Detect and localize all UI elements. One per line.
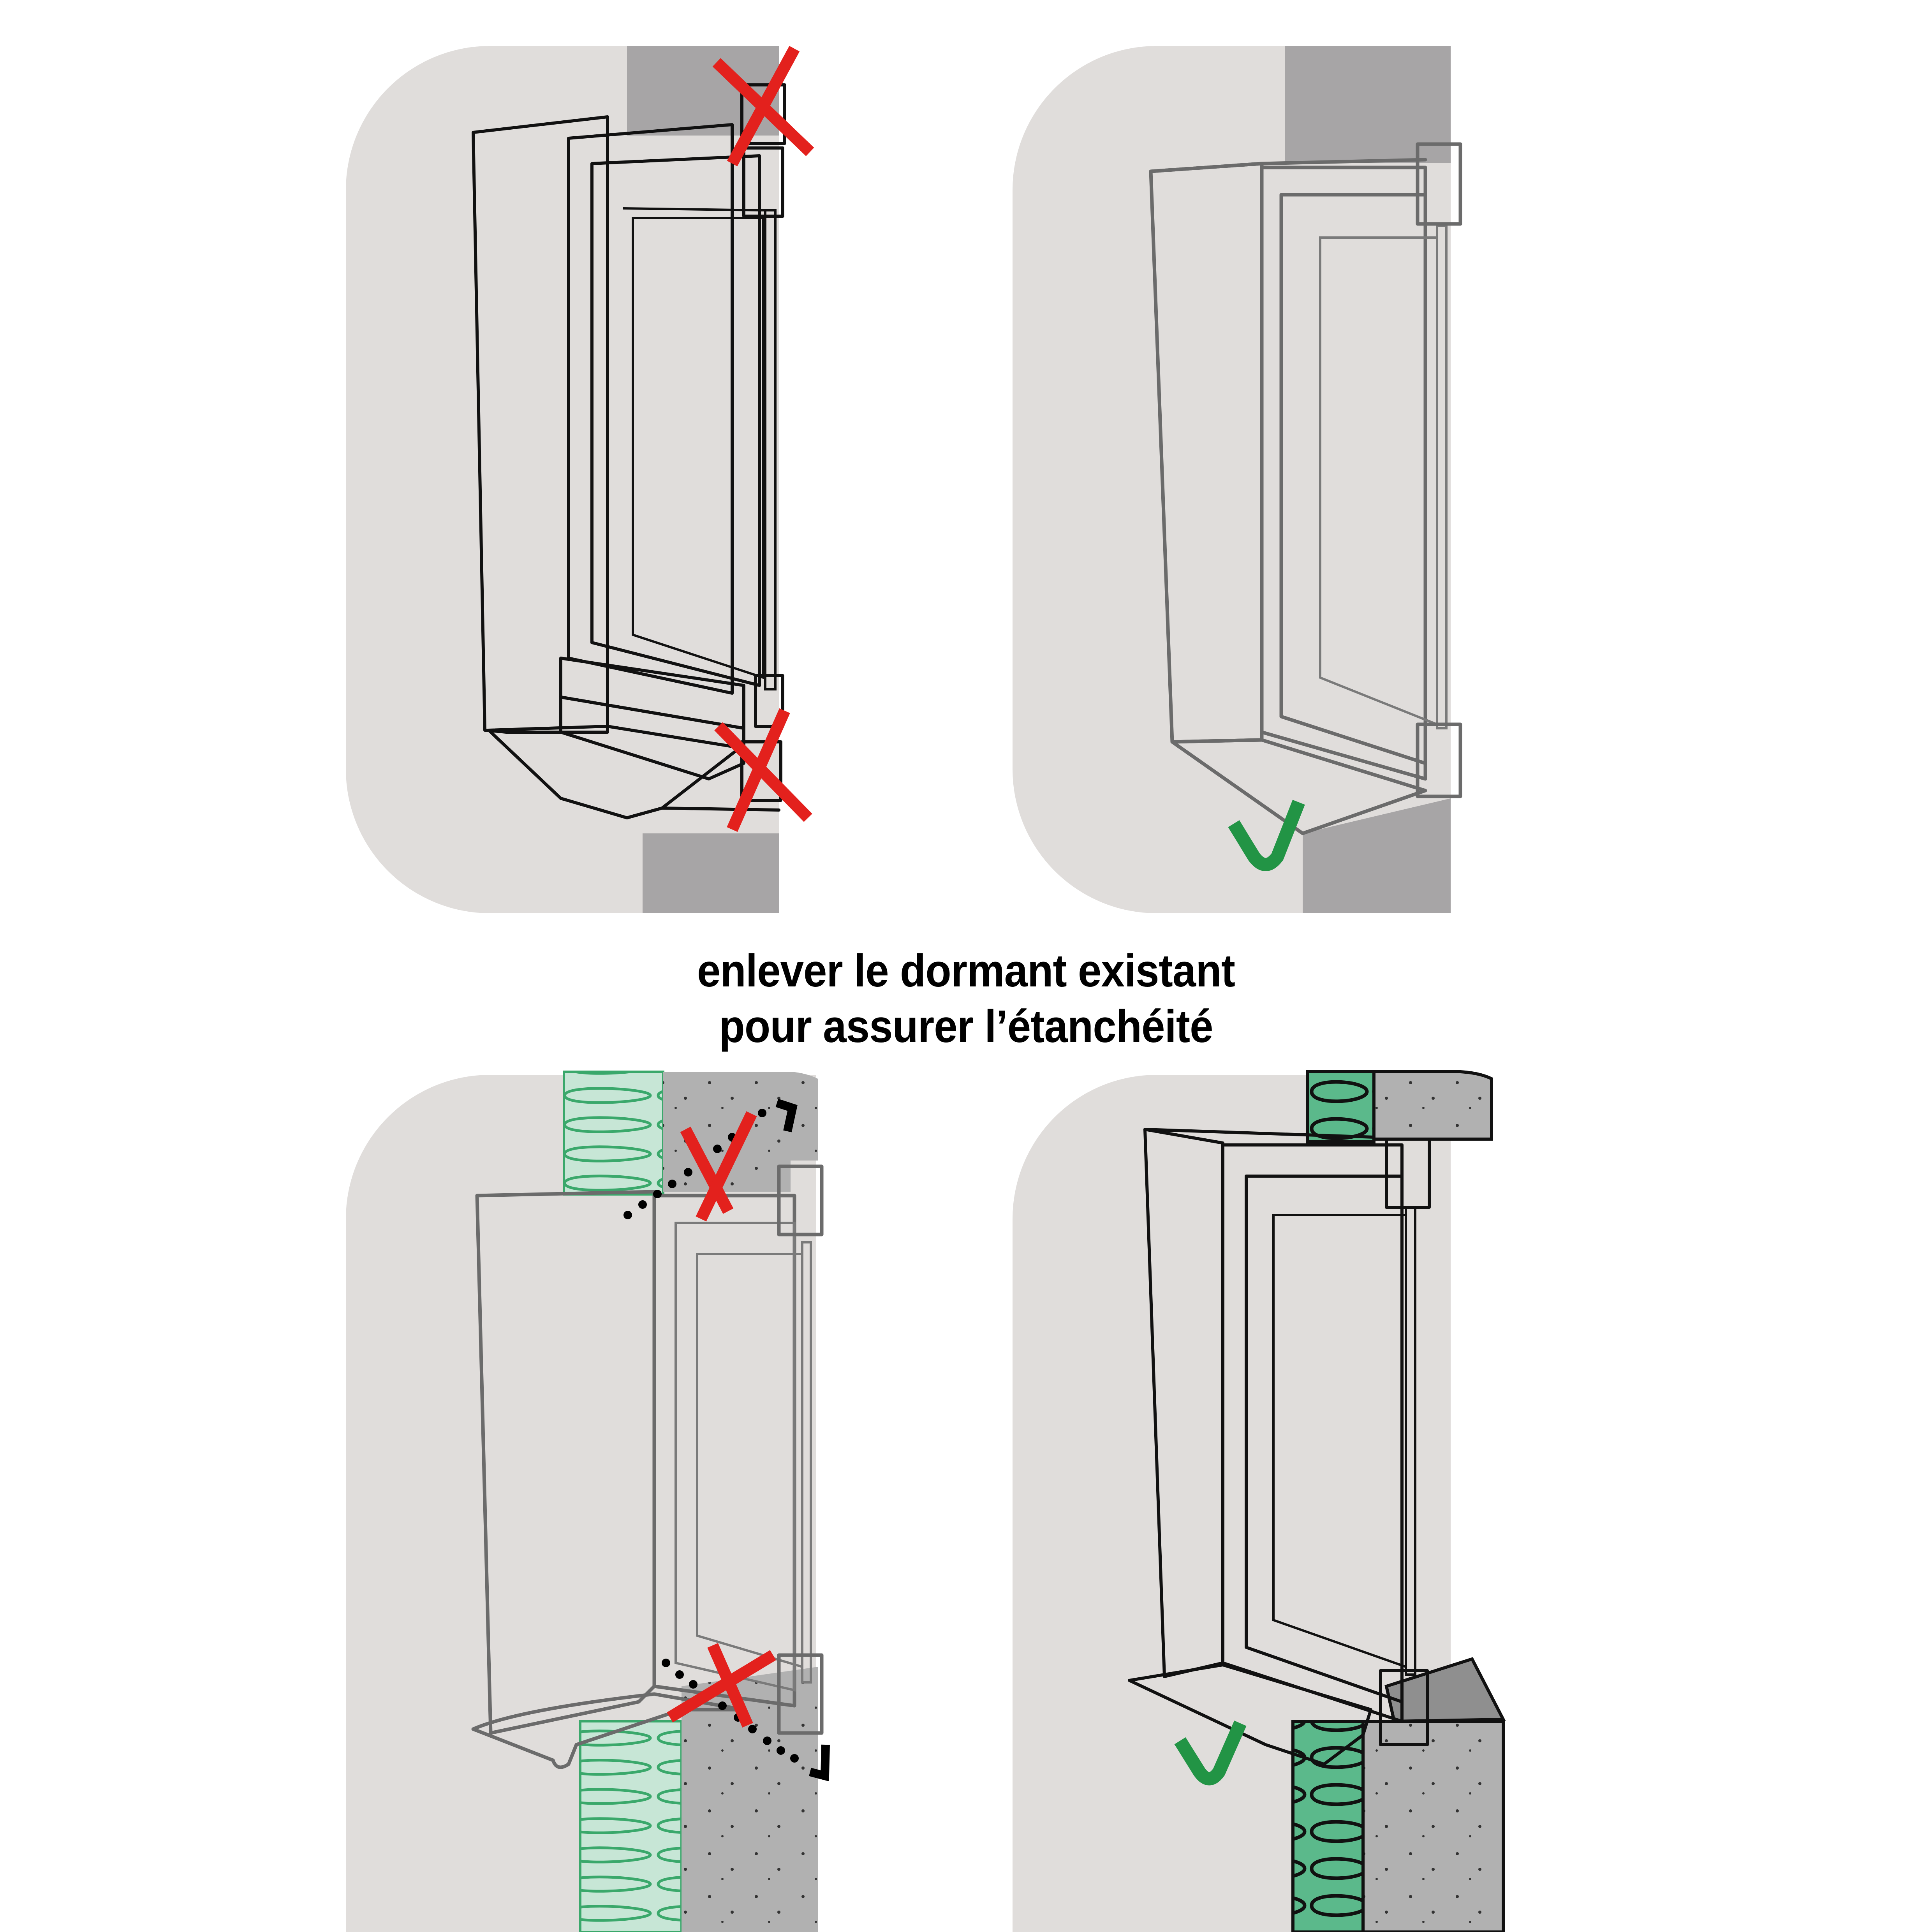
insulation-layer — [1291, 1720, 1365, 1932]
window-sill — [1128, 1663, 1372, 1766]
reveal-head — [1149, 158, 1427, 173]
sash-frame — [675, 1222, 796, 1692]
insulation-layer — [1306, 1070, 1375, 1143]
panel-background — [346, 46, 779, 913]
panel-top-right — [1013, 46, 1462, 913]
green-check-icon — [1228, 800, 1305, 871]
concrete-wall — [1361, 1720, 1505, 1932]
new-frame — [1221, 1143, 1404, 1723]
panel-background — [1013, 46, 1451, 913]
concrete-wall — [682, 1667, 818, 1932]
panel-background — [1013, 1075, 1451, 1932]
frame-profile-top — [1416, 142, 1462, 226]
frame-profile-bottom — [754, 674, 784, 728]
sash-frame — [1245, 1175, 1404, 1703]
sash-frame — [1279, 193, 1427, 765]
sash-frame — [590, 154, 761, 687]
frame-profile-top — [777, 1164, 824, 1236]
red-x-icon — [680, 1111, 757, 1222]
old-frame — [652, 1194, 796, 1708]
frame-profile-top — [1385, 1138, 1431, 1209]
panel-top-left — [346, 46, 814, 913]
red-x-icon — [714, 708, 812, 832]
sash-rail — [801, 1241, 812, 1684]
insulation-layer — [579, 1720, 683, 1932]
panel-bottom-left — [346, 1071, 830, 1932]
masonry-wall — [1303, 798, 1451, 913]
existing-wood-frame-bottom — [740, 740, 782, 802]
frame-profile-top — [742, 146, 784, 218]
frame-profile-bottom — [777, 1653, 824, 1735]
sash-rail — [764, 209, 777, 690]
air-leak-path-icon — [662, 1659, 799, 1763]
masonry-wall — [643, 833, 779, 913]
green-check-icon — [1174, 1721, 1247, 1786]
existing-wood-frame-top — [740, 83, 786, 145]
air-leak-arrow-icon — [775, 1099, 798, 1132]
window-sill — [471, 1692, 746, 1769]
sash-rail — [1436, 225, 1448, 729]
panel-bottom-right — [1013, 1070, 1506, 1932]
caption-line-2: pour assurer l’étanchéité — [719, 1001, 1213, 1052]
concrete-wall — [1372, 1070, 1493, 1141]
old-frame — [567, 123, 734, 695]
insulation-layer — [563, 1071, 664, 1196]
glazing-inner-edge — [623, 207, 766, 211]
glazing — [632, 217, 764, 680]
air-leak-arrow-icon — [809, 1744, 830, 1782]
new-frame — [1260, 166, 1427, 781]
caption-line-1: enlever le dormant existant — [697, 945, 1235, 997]
window-reveal — [472, 115, 609, 734]
red-x-icon — [667, 1643, 776, 1728]
sill-step-face — [559, 696, 745, 780]
red-x-icon — [712, 46, 814, 167]
window-sill — [1170, 738, 1427, 835]
frame-profile-bottom — [1416, 722, 1462, 798]
concrete-head-slope — [1384, 1657, 1506, 1723]
frame-profile-bottom — [1379, 1669, 1429, 1746]
reveal-head — [1143, 1128, 1375, 1139]
